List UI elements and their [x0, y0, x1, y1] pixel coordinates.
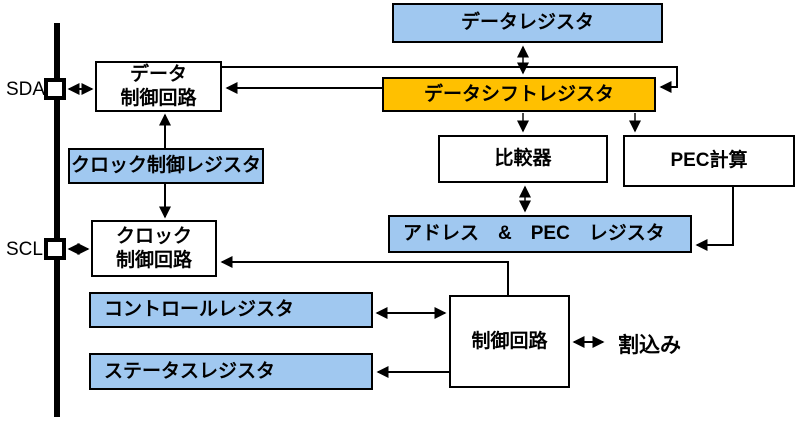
data-control-circuit-label-line2: 制御回路	[120, 87, 197, 109]
data-register-box: データレジスタ	[392, 3, 663, 43]
arrow-peccalc-addrpec	[695, 187, 734, 251]
scl-pad	[44, 238, 66, 260]
clock-control-circuit-box: クロック 制御回路	[91, 220, 217, 277]
arrow-datacontrol-shiftreg-loop	[222, 66, 678, 93]
addr-pec-register-box: アドレス & PEC レジスタ	[388, 215, 692, 253]
data-shift-register-box: データシフトレジスタ	[382, 77, 656, 112]
comparator-box: 比較器	[438, 135, 608, 183]
interrupt-label: 割込み	[618, 334, 681, 357]
control-circuit-box: 制御回路	[449, 295, 570, 388]
clock-control-circuit-label-line1: クロック	[115, 226, 192, 248]
arrow-controlcircuit-clockcontrol	[220, 256, 509, 295]
scl-label: SCL	[6, 239, 43, 260]
clock-control-circuit-label-line2: 制御回路	[115, 249, 192, 271]
sda-pad	[44, 78, 66, 100]
clock-control-register-box: クロック制御レジスタ	[68, 148, 264, 184]
sda-label: SDA	[6, 79, 46, 100]
i2c-bus-line	[54, 23, 60, 417]
status-register-box: ステータスレジスタ	[89, 353, 373, 390]
data-control-circuit-label-line1: データ	[129, 64, 187, 86]
data-control-circuit-box: データ 制御回路	[95, 61, 222, 112]
control-register-box: コントロールレジスタ	[89, 292, 373, 328]
pec-calc-box: PEC計算	[623, 135, 795, 187]
